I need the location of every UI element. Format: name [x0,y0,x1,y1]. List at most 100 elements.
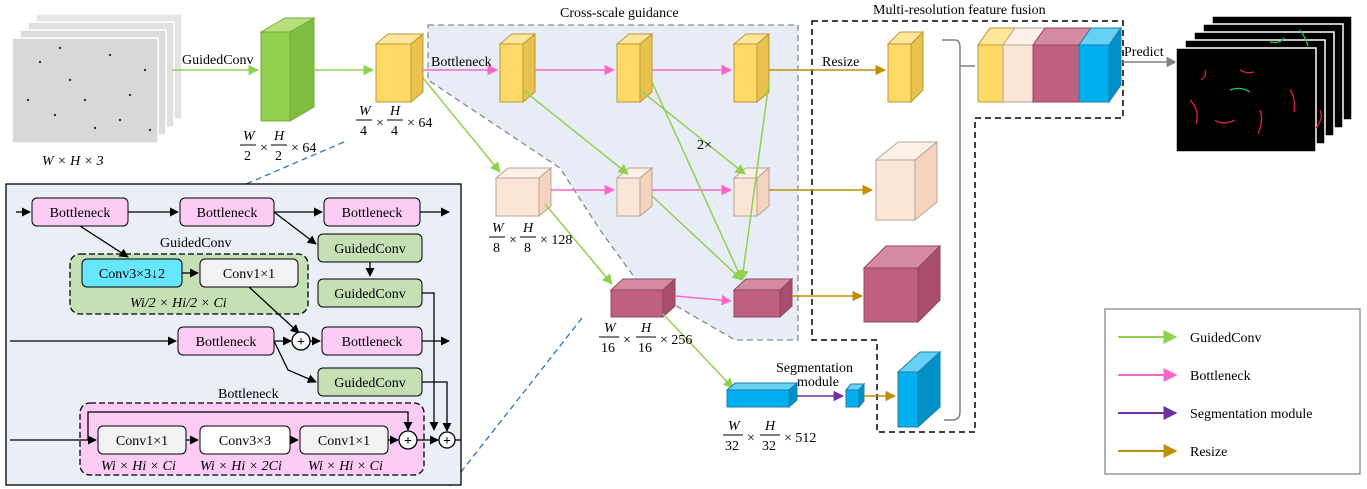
resize-top-label: Resize [822,55,859,70]
block-r4-c1 [725,381,799,409]
svg-text:Bottleneck: Bottleneck [197,206,258,221]
block-r3-c1 [609,277,677,319]
svg-text:16: 16 [601,341,615,356]
svg-text:H: H [389,104,401,119]
svg-text:W: W [359,104,372,119]
svg-text:2: 2 [275,149,282,164]
svg-text:×: × [509,233,517,248]
inset-conv3: Conv3×3 [199,425,291,455]
inset-guidedconv-3: GuidedConv [317,367,423,397]
svg-text:× 64: × 64 [407,116,432,131]
svg-text:W: W [243,129,256,144]
svg-text:W: W [492,221,505,236]
inset-bn-dim1: Wi × Hi × Ci [101,459,176,474]
svg-text:GuidedConv: GuidedConv [334,376,406,391]
dim-label-w32: W 32 × H 32 × 512 [723,419,816,454]
dim-label-w4: W 4 × H 4 × 64 [356,104,432,139]
svg-text:× 512: × 512 [784,431,816,446]
svg-text:8: 8 [493,241,500,256]
svg-text:× 256: × 256 [660,333,692,348]
svg-text:×: × [376,116,384,131]
svg-text:Conv3×3: Conv3×3 [219,434,271,449]
seg-module-block [844,382,866,409]
inset-guidedconv-1: GuidedConv [317,233,423,263]
legend-label: Segmentation module [1190,407,1312,422]
inset-bottleneck-5: Bottleneck [321,326,423,356]
inset-conv1-gc: Conv1×1 [199,258,299,288]
block-r1-c3 [732,32,771,104]
fused-stack [977,26,1122,104]
block-r1-c1 [498,32,537,104]
svg-text:Bottleneck: Bottleneck [342,335,403,350]
block-r3-out [862,244,942,324]
svg-text:W: W [604,321,617,336]
input-image-stack [11,13,183,144]
block-r1-out [886,30,925,104]
inset-plus-1: + [291,331,311,351]
svg-text:4: 4 [391,124,398,139]
inset-plus-3: + [438,431,456,449]
block-r1-c2 [615,32,654,104]
block-r2-c2 [615,166,654,218]
inset-guidedconv-2: GuidedConv [317,278,423,308]
svg-text:H: H [640,321,652,336]
bottleneck-top-label: Bottleneck [431,55,492,70]
svg-text:+: + [297,335,305,350]
svg-text:16: 16 [638,341,652,356]
block-r3-c2 [732,277,794,319]
inset-conv1-a: Conv1×1 [97,425,187,455]
inset-gc-dims: Wi/2 × Hi/2 × Ci [130,296,227,311]
legend-label: Resize [1190,445,1227,460]
input-dims-label: W × H × 3 [42,154,104,169]
seg-module-label-2: module [797,375,839,390]
cross-scale-title: Cross-scale guidance [560,6,679,21]
two-x-label: 2× [697,138,712,153]
inset-bn-dim2: Wi × Hi × 2Ci [200,459,282,474]
inset-conv3-stride: Conv3×3↓2 [81,258,183,288]
svg-text:H: H [522,221,534,236]
svg-text:×: × [623,333,631,348]
inset-conv1-b: Conv1×1 [299,425,389,455]
block-w4 [374,32,425,104]
svg-text:H: H [273,129,285,144]
svg-text:GuidedConv: GuidedConv [334,242,406,257]
svg-text:W: W [728,419,741,434]
dim-label-w8: W 8 × H 8 × 128 [489,221,572,256]
svg-text:×: × [747,431,755,446]
dim-label-w2: W 2 × H 2 × 64 [240,129,316,164]
svg-text:32: 32 [762,439,776,454]
guidedconv-top-label: GuidedConv [182,53,254,68]
svg-text:× 64: × 64 [291,141,316,156]
svg-text:Conv1×1: Conv1×1 [318,434,370,449]
block-w2 [259,17,316,122]
svg-text:× 128: × 128 [540,233,572,248]
svg-text:H: H [764,419,776,434]
mrff-title: Multi-resolution feature fusion [873,3,1046,18]
svg-text:32: 32 [725,439,739,454]
inset-bottleneck-group-label: Bottleneck [218,387,279,402]
inset-bottleneck-2: Bottleneck [179,197,275,227]
svg-text:Bottleneck: Bottleneck [196,335,257,350]
inset-plus-2: + [398,430,418,450]
cross-scale-region [427,24,799,341]
block-r2-out [874,140,939,222]
inset-guidedconv-group-label: GuidedConv [160,236,232,251]
inset-bn-dim3: Wi × Hi × Ci [308,459,383,474]
svg-text:Bottleneck: Bottleneck [342,206,403,221]
svg-text:2: 2 [244,149,251,164]
predict-label: Predict [1124,45,1164,60]
block-r2-c3 [732,166,771,218]
svg-text:GuidedConv: GuidedConv [334,287,406,302]
block-r2-c1 [494,166,553,218]
svg-text:Conv1×1: Conv1×1 [116,434,168,449]
svg-text:Conv3×3↓2: Conv3×3↓2 [99,267,165,282]
output-image-stack [1175,15,1353,153]
svg-text:+: + [443,434,451,449]
block-r4-out [896,350,942,429]
svg-text:Bottleneck: Bottleneck [50,206,111,221]
mrff-region [811,20,1124,433]
svg-text:+: + [404,434,412,449]
legend-label: GuidedConv [1190,331,1262,346]
